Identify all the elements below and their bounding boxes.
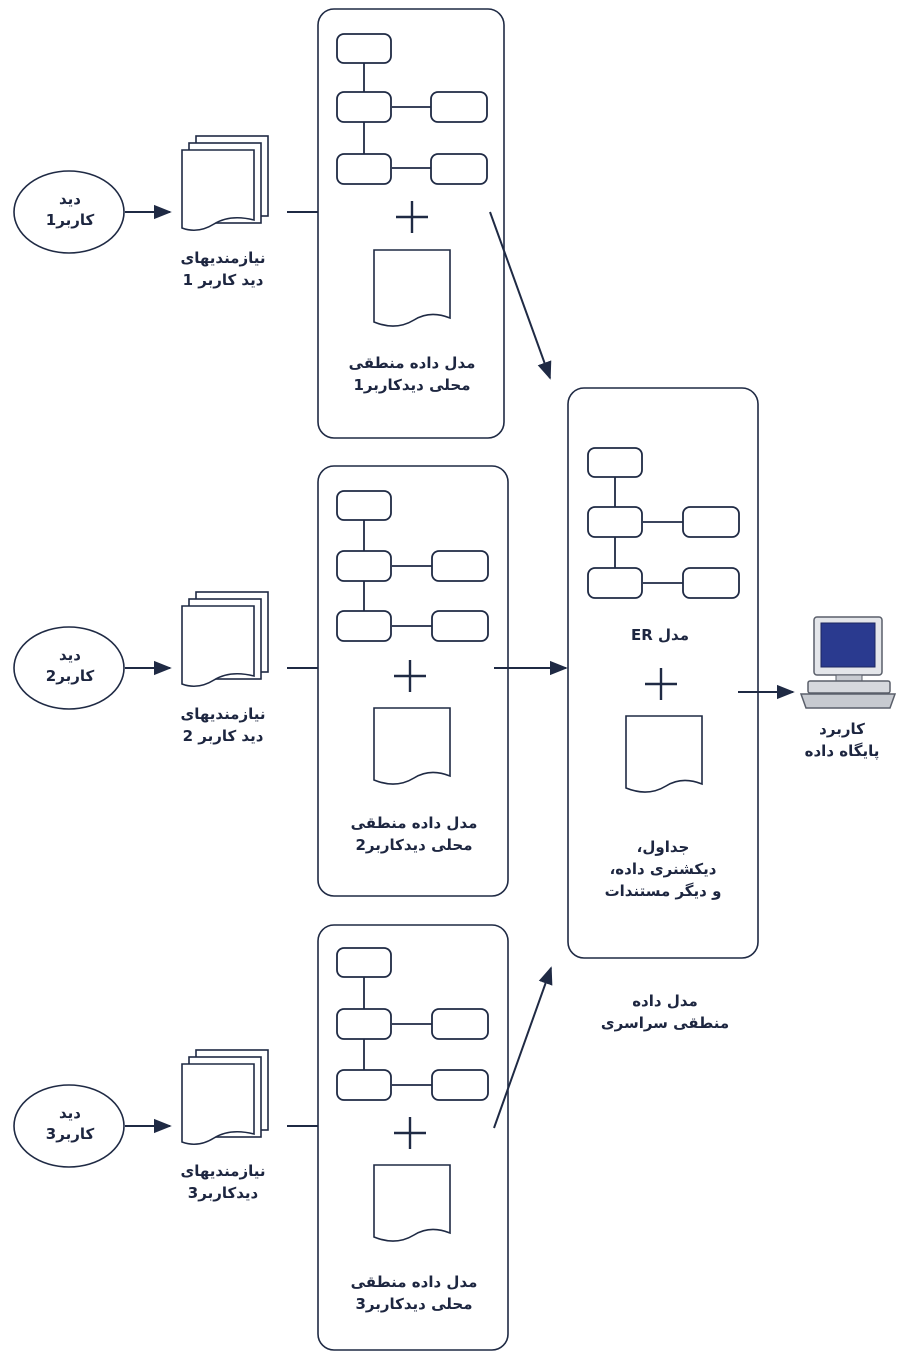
document-icon-1 bbox=[373, 249, 451, 327]
plus-icon-3 bbox=[394, 1117, 426, 1149]
user-view-ellipse-1 bbox=[13, 170, 125, 254]
er-model-label: مدل ER bbox=[631, 626, 689, 644]
requirements-docs-icon-2 bbox=[181, 591, 269, 688]
local-model-label-1: مدل داده منطقی محلی دیدکاربر1 bbox=[330, 352, 494, 396]
requirements-label-1: نیازمندیهای دید کاربر 1 bbox=[158, 247, 288, 291]
global-docs-label-line2: دیکشنری داده، bbox=[609, 860, 717, 878]
user-view-group-2 bbox=[13, 465, 568, 897]
plus-icon-1 bbox=[396, 201, 428, 233]
plus-icon-2 bbox=[394, 660, 426, 692]
requirements-label-3-line2: دیدکاربر3 bbox=[187, 1184, 259, 1202]
application-label-line1: کاربرد bbox=[819, 720, 865, 738]
user-view-group-1 bbox=[13, 8, 552, 439]
user-view-ellipse-2 bbox=[13, 626, 125, 710]
user-view-group-3 bbox=[13, 924, 553, 1351]
requirements-label-1-line2: دید کاربر 1 bbox=[182, 271, 264, 289]
computer-icon bbox=[799, 616, 897, 709]
local-model-label-3-line2: محلی دیدکاربر3 bbox=[355, 1295, 473, 1313]
er-diagram-icon-2 bbox=[336, 490, 489, 642]
user-view-label-3-line2: کاربر3 bbox=[45, 1125, 95, 1143]
user-view-label-1: دید کاربر1 bbox=[34, 189, 106, 231]
user-view-label-1-line1: دید bbox=[59, 190, 81, 208]
requirements-label-2: نیازمندیهای دید کاربر 2 bbox=[158, 703, 288, 747]
application-label: کاربرد پایگاه داده bbox=[790, 718, 894, 762]
local-model-label-1-line2: محلی دیدکاربر1 bbox=[353, 376, 471, 394]
global-model-caption-line2: منطقی سراسری bbox=[600, 1014, 730, 1032]
requirements-label-1-line1: نیازمندیهای bbox=[180, 249, 266, 267]
arrow-model1-to-global bbox=[489, 211, 552, 380]
user-view-label-3: دید کاربر3 bbox=[34, 1103, 106, 1145]
user-view-ellipse-3 bbox=[13, 1084, 125, 1168]
user-view-label-2-line1: دید bbox=[59, 646, 81, 664]
requirements-label-2-line1: نیازمندیهای bbox=[180, 705, 266, 723]
global-docs-label-line3: و دیگر مستندات bbox=[604, 882, 722, 900]
local-model-label-2-line1: مدل داده منطقی bbox=[350, 814, 478, 832]
global-model-caption: مدل داده منطقی سراسری bbox=[585, 990, 745, 1034]
global-model-group bbox=[567, 387, 795, 959]
requirements-label-2-line2: دید کاربر 2 bbox=[182, 727, 264, 745]
user-view-label-2-line2: کاربر2 bbox=[45, 667, 95, 685]
local-model-label-2: مدل داده منطقی محلی دیدکاربر2 bbox=[332, 812, 496, 856]
global-docs-label: جداول، دیکشنری داده، و دیگر مستندات bbox=[580, 836, 746, 902]
requirements-docs-icon-1 bbox=[181, 135, 269, 232]
document-icon-global bbox=[625, 715, 703, 793]
er-diagram-icon-3 bbox=[336, 947, 489, 1101]
user-view-label-3-line1: دید bbox=[59, 1104, 81, 1122]
requirements-label-3-line1: نیازمندیهای bbox=[180, 1162, 266, 1180]
document-icon-2 bbox=[373, 707, 451, 785]
requirements-docs-icon-3 bbox=[181, 1049, 269, 1146]
global-model-caption-line1: مدل داده bbox=[632, 992, 698, 1010]
local-model-label-1-line1: مدل داده منطقی bbox=[348, 354, 476, 372]
local-model-label-3: مدل داده منطقی محلی دیدکاربر3 bbox=[332, 1271, 496, 1315]
local-model-label-2-line2: محلی دیدکاربر2 bbox=[355, 836, 473, 854]
plus-icon-global bbox=[645, 668, 677, 700]
global-docs-label-line1: جداول، bbox=[636, 838, 690, 856]
requirements-label-3: نیازمندیهای دیدکاربر3 bbox=[158, 1160, 288, 1204]
arrow-model3-to-global bbox=[493, 966, 553, 1129]
application-label-line2: پایگاه داده bbox=[804, 742, 880, 760]
local-model-label-3-line1: مدل داده منطقی bbox=[350, 1273, 478, 1291]
er-diagram-icon-global bbox=[587, 447, 740, 599]
user-view-label-2: دید کاربر2 bbox=[34, 645, 106, 687]
document-icon-3 bbox=[373, 1164, 451, 1242]
user-view-label-1-line2: کاربر1 bbox=[45, 211, 95, 229]
er-diagram-icon-1 bbox=[336, 33, 488, 185]
